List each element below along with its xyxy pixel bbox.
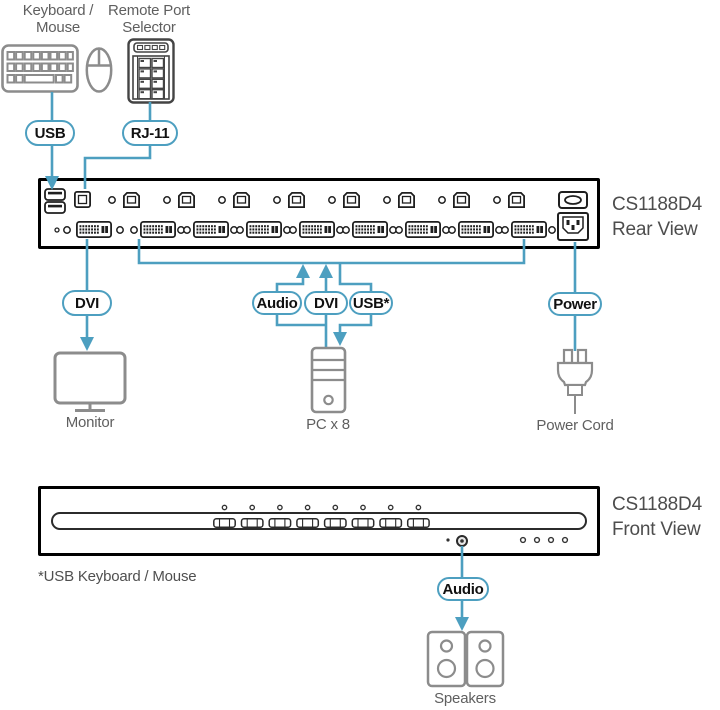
remote-port-selector-icon bbox=[127, 38, 175, 104]
front-mic-dot bbox=[446, 538, 450, 542]
audio-dvi-to-pc-line bbox=[275, 314, 328, 347]
usb-footnote: *USB Keyboard / Mouse bbox=[38, 568, 197, 585]
front-panel-detail bbox=[51, 504, 587, 547]
keyboard-mouse-label-line2: Mouse bbox=[35, 19, 81, 36]
usb-pill: USB bbox=[25, 120, 75, 146]
power-inlet bbox=[557, 212, 589, 241]
speakers-icon bbox=[426, 630, 505, 688]
front-view-title: CS1188D4 Front View bbox=[612, 492, 702, 542]
audio-up-line bbox=[275, 278, 305, 292]
audio-pc-pill: Audio bbox=[252, 291, 302, 315]
speakers-arrow-down bbox=[455, 617, 469, 631]
dvi-pc-pill: DVI bbox=[304, 291, 348, 315]
dvi-monitor-pill: DVI bbox=[62, 290, 112, 316]
rj11-pill: RJ-11 bbox=[122, 120, 178, 146]
rear-view-model: CS1188D4 bbox=[612, 194, 702, 215]
front-audio-jack bbox=[456, 535, 468, 547]
usb-pc-pill: USB* bbox=[349, 291, 393, 315]
keyboard-mouse-label-line1: Keyboard / bbox=[22, 2, 94, 19]
audio-front-pill: Audio bbox=[437, 577, 489, 601]
console-dvi-port bbox=[76, 220, 113, 239]
power-pill: Power bbox=[548, 292, 602, 316]
usb-branch-line bbox=[338, 264, 373, 292]
console-usb-ports bbox=[44, 188, 66, 214]
front-view-model: CS1188D4 bbox=[612, 494, 702, 515]
power-cord-icon bbox=[556, 348, 594, 414]
pc-icon bbox=[310, 346, 347, 414]
monitor-label: Monitor bbox=[65, 414, 115, 431]
remote-selector-label-line1: Remote Port bbox=[108, 2, 190, 19]
audio-arrow-up bbox=[296, 264, 310, 278]
front-indicator-holes bbox=[519, 536, 569, 544]
usb-to-pc-line bbox=[338, 314, 373, 333]
power-cord-label: Power Cord bbox=[536, 417, 614, 434]
speakers-label: Speakers bbox=[434, 690, 496, 707]
usb-arrow-to-pc bbox=[333, 332, 347, 346]
keyboard-icon bbox=[1, 44, 79, 93]
rear-view-title: CS1188D4 Rear View bbox=[612, 192, 702, 242]
power-switch bbox=[558, 191, 588, 209]
keyboard-mouse-label: Keyboard / Mouse bbox=[8, 2, 108, 36]
rj11-port bbox=[74, 190, 91, 209]
remote-selector-label-line2: Selector bbox=[122, 19, 176, 36]
pc-label: PC x 8 bbox=[306, 416, 350, 433]
rear-ports bbox=[44, 188, 589, 241]
kvm-rear-panel bbox=[38, 178, 600, 249]
monitor-icon bbox=[53, 351, 127, 412]
front-view-caption: Front View bbox=[612, 519, 701, 540]
mouse-icon bbox=[85, 47, 113, 93]
remote-port-selector-label: Remote Port Selector bbox=[99, 2, 199, 36]
dvi-arrow-up bbox=[319, 264, 333, 278]
rear-view-caption: Rear View bbox=[612, 219, 698, 240]
kvm-front-panel bbox=[38, 486, 600, 556]
monitor-arrow-down bbox=[80, 337, 94, 351]
